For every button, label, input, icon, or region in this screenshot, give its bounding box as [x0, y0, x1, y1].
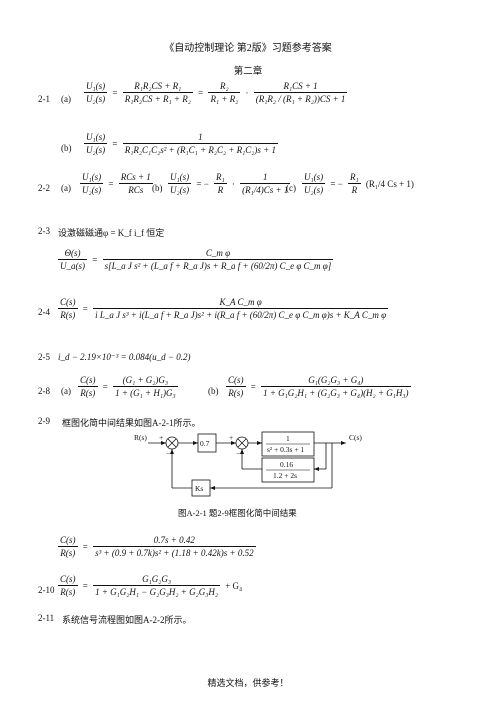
problem-number: 2-3 — [38, 226, 50, 236]
problem-number: 2-4 — [38, 307, 50, 317]
problem-text: 设激磁磁通φ = K_f i_f 恒定 — [58, 228, 165, 238]
fraction: U₁(s)U₂(s) — [84, 81, 108, 104]
problem-number: 2-9 — [38, 416, 50, 426]
sub-label: (b) — [152, 183, 163, 193]
figure-caption: 图A-2-1 题2-9框图化简中间结果 — [178, 508, 297, 518]
gain-label: 0.7 — [200, 439, 210, 448]
page-title: 《自动控制理论 第2版》习题参考答案 — [164, 43, 332, 54]
sub-label: (c) — [286, 183, 296, 193]
minus-sign: − — [236, 449, 240, 458]
minus-sign: − — [166, 449, 170, 458]
problem-number: 2-5 — [38, 352, 50, 362]
plant-block — [261, 431, 315, 457]
problem-number: 2-2 — [38, 183, 50, 193]
sub-label: (a) — [61, 386, 71, 396]
equation-2-8b: C(s)R(s) = G₁(G₂G₃ + G₄)1 + G₁G₂H₁ + (G₂… — [226, 375, 411, 398]
problem-text: 系统信号流程图如图A-2-2所示。 — [62, 615, 192, 625]
sub-label: (b) — [208, 386, 219, 396]
inner-feedback-block — [261, 457, 315, 483]
feedback-label: Ks — [195, 484, 203, 493]
plus-sign: + — [229, 433, 233, 442]
problem-number: 2-10 — [38, 585, 55, 595]
sub-label: (a) — [61, 94, 71, 104]
problem-number: 2-1 — [38, 94, 50, 104]
inner-feedback-denominator: 1.2 + 2s — [273, 471, 297, 480]
output-label: C(s) — [349, 433, 362, 442]
input-label: R(s) — [134, 433, 147, 442]
sub-label: (b) — [61, 143, 72, 153]
fraction: R₁CS + 1(R₁R₂ / (R₁ + R₂))CS + 1 — [253, 81, 348, 104]
page-footer: 精选文档，供参考！ — [207, 678, 289, 688]
sub-label: (a) — [61, 183, 71, 193]
plant-denominator: s² + 0.3s + 1 — [267, 445, 304, 454]
fraction: U₁(s)U₂(s) — [84, 132, 108, 155]
problem-number: 2-11 — [38, 613, 55, 623]
problem-text: 框图化简中间结果如图A-2-1所示。 — [62, 418, 201, 428]
equation-2-5: i_d − 2.19×10⁻³ = 0.084(u_d − 0.2) — [58, 352, 191, 362]
chapter-heading: 第二章 — [233, 67, 263, 77]
inner-feedback-numerator: 0.16 — [280, 460, 293, 469]
problem-number: 2-8 — [38, 386, 50, 396]
plant-numerator: 1 — [286, 434, 290, 443]
plus-sign: + — [159, 433, 163, 442]
